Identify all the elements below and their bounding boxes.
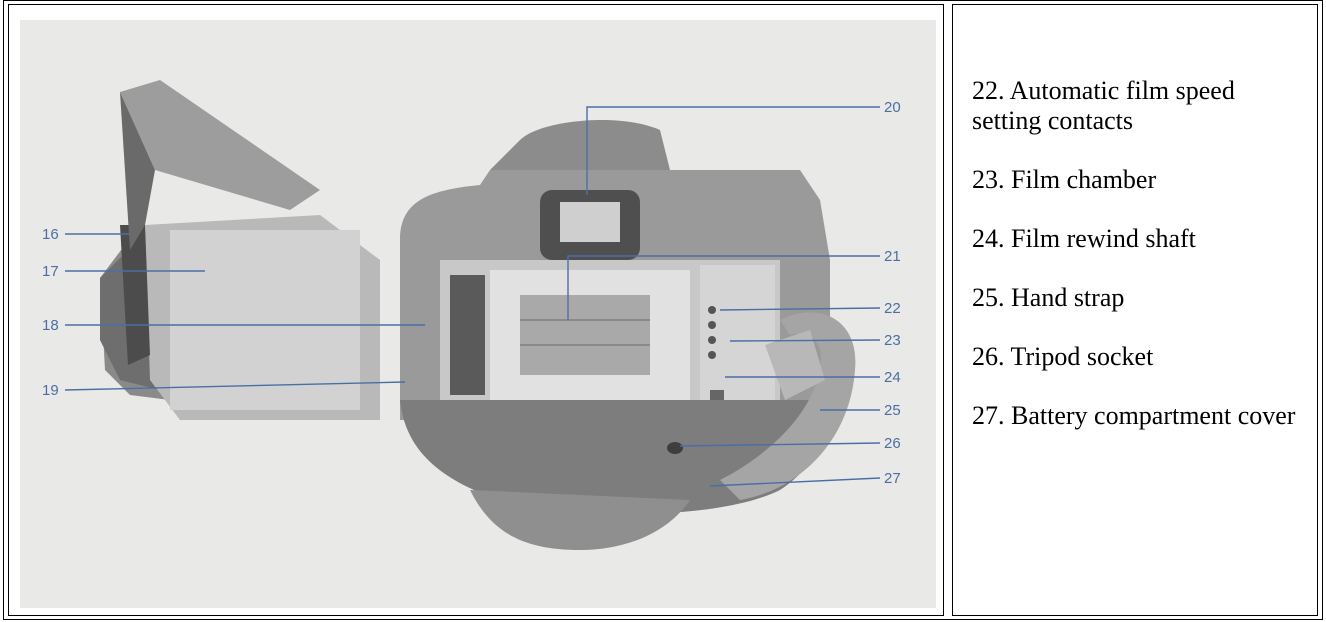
rewind-shaft-drawing: [710, 390, 724, 402]
svg-text:18: 18: [42, 317, 59, 334]
svg-text:17: 17: [42, 263, 59, 280]
dx-contact-2: [708, 321, 716, 329]
svg-text:20: 20: [884, 99, 901, 116]
svg-text:24: 24: [884, 369, 901, 386]
back-door-top: [120, 80, 320, 210]
layout-table: [3, 0, 1323, 620]
svg-text:21: 21: [884, 248, 901, 265]
film-chamber-drawing: [700, 265, 775, 400]
callout-23: 23: [729, 332, 901, 349]
callout-26: 26: [679, 435, 901, 452]
diagram-cell: [8, 4, 944, 616]
camera-back-diagram: 16 17 18 19 20 21 22 23: [20, 20, 936, 608]
take-up-spool: [450, 275, 485, 395]
callout-21: 21: [567, 248, 901, 320]
callout-19: 19: [42, 381, 406, 399]
pressure-plate: [170, 230, 360, 410]
callout-24: 24: [725, 369, 901, 386]
dx-contact-1: [708, 306, 716, 314]
legend-item-23: 23. Film chamber: [972, 165, 1157, 194]
svg-text:22: 22: [884, 300, 901, 317]
dx-contact-3: [708, 336, 716, 344]
strap-buckle: [765, 330, 825, 400]
callout-25: 25: [820, 402, 901, 419]
legend-item-22: 22. Automatic film speed setting contact…: [972, 76, 1235, 135]
legend-item-25: 25. Hand strap: [972, 283, 1125, 312]
svg-text:19: 19: [42, 382, 59, 399]
shutter-curtain: [520, 295, 650, 375]
callout-18: 18: [42, 317, 425, 334]
callout-22: 22: [719, 300, 901, 317]
back-door-hinge: [120, 92, 155, 250]
svg-text:23: 23: [884, 332, 901, 349]
parts-legend: 22. Automatic film speed setting contact…: [972, 76, 1308, 460]
legend-cell: [952, 4, 1318, 616]
callout-27: 27: [709, 470, 901, 487]
legend-item-27: 27. Battery compartment cover: [972, 401, 1296, 430]
lens-base: [470, 490, 690, 550]
dx-contact-4: [708, 351, 716, 359]
viewfinder-hump: [490, 119, 670, 170]
svg-text:26: 26: [884, 435, 901, 452]
svg-text:25: 25: [884, 402, 901, 419]
svg-text:27: 27: [884, 470, 901, 487]
callout-20: 20: [586, 99, 901, 195]
tripod-socket-drawing: [667, 442, 683, 454]
callout-16: 16: [42, 226, 130, 243]
eyepiece-window: [560, 202, 620, 242]
hand-strap-drawing: [720, 312, 856, 500]
legend-item-24: 24. Film rewind shaft: [972, 224, 1196, 253]
legend-item-26: 26. Tripod socket: [972, 342, 1154, 371]
svg-text:16: 16: [42, 226, 59, 243]
door-spring: [120, 225, 150, 365]
callout-17: 17: [42, 263, 205, 280]
